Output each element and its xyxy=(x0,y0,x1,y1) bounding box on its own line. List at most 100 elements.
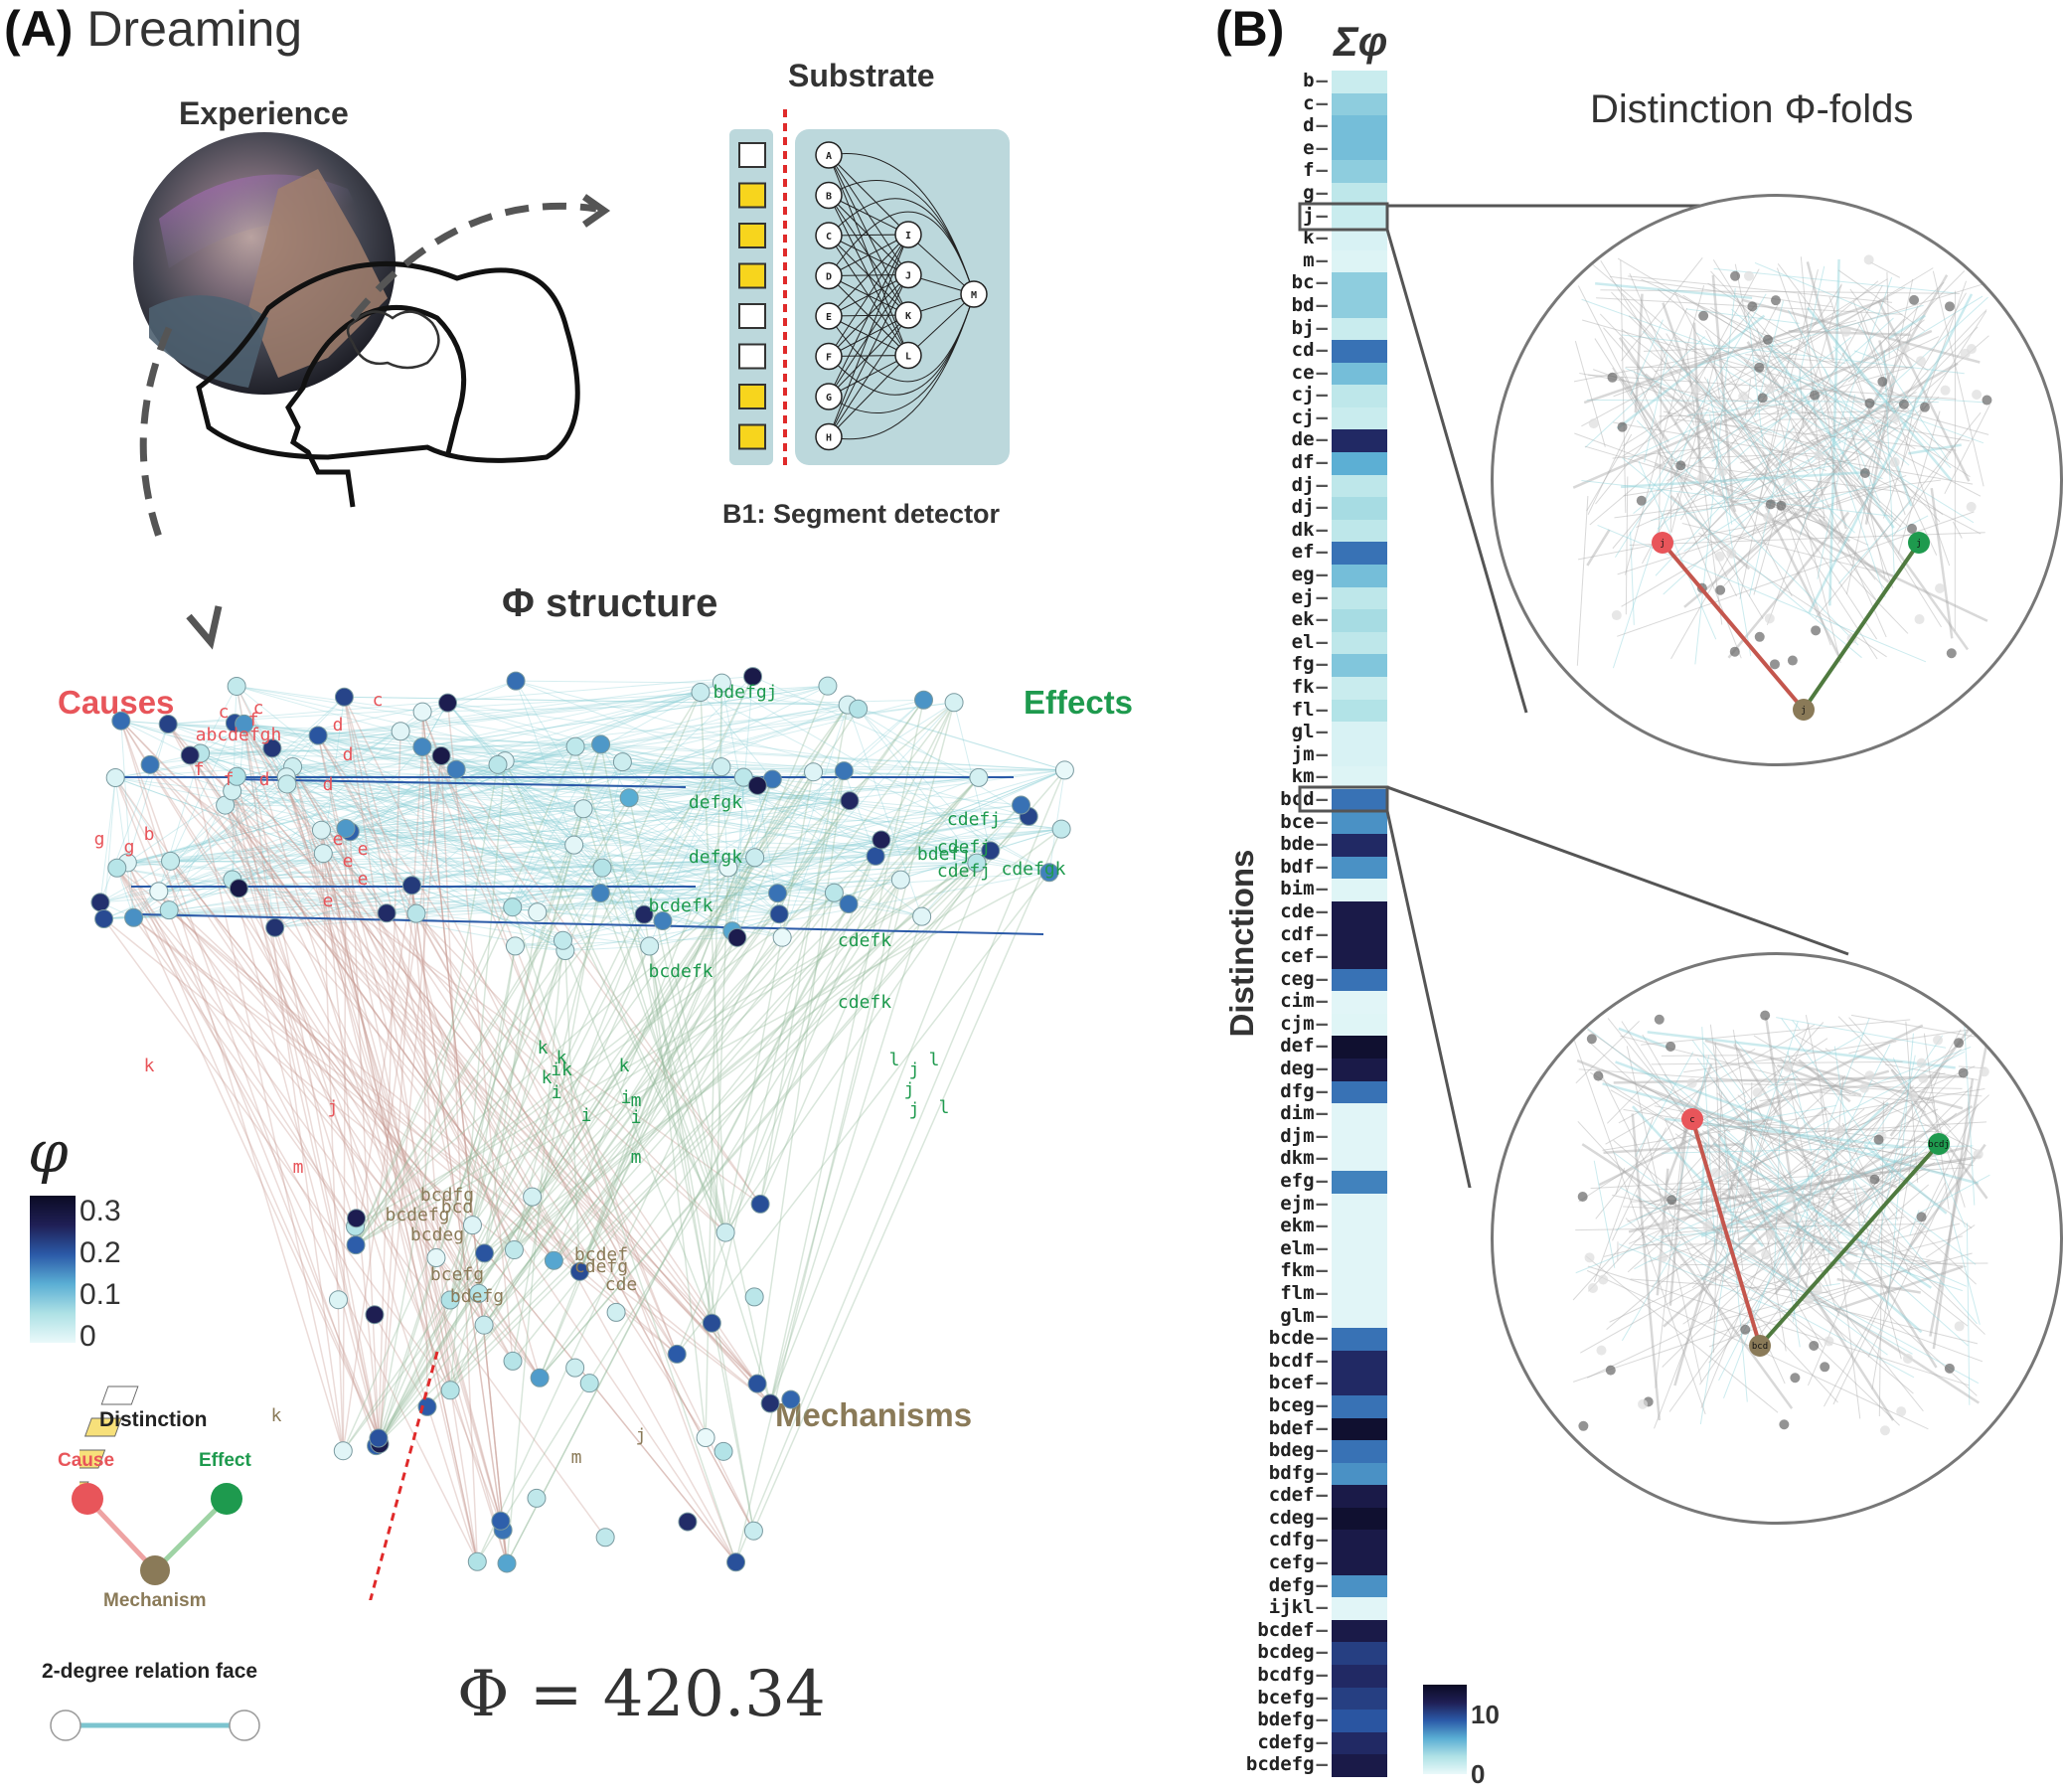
effect-label: bcdefk xyxy=(648,896,713,916)
substrate-node: J xyxy=(894,260,922,289)
phi-node xyxy=(747,775,767,795)
pillow xyxy=(196,261,580,463)
svg-text:M: M xyxy=(971,290,977,301)
phi-node xyxy=(745,848,765,868)
phi-node xyxy=(981,841,1001,861)
heatmap-cell xyxy=(1332,834,1387,858)
svg-text:E: E xyxy=(826,312,832,323)
heatmap-row-label: j xyxy=(1303,205,1328,227)
heatmap-row-label: ce xyxy=(1292,362,1328,384)
effect-label: j xyxy=(904,1079,915,1100)
phi-node xyxy=(90,893,110,912)
svg-text:j: j xyxy=(1660,539,1665,549)
heatmap-cell xyxy=(1332,340,1387,364)
phi-node xyxy=(336,818,356,838)
heatmap-cell xyxy=(1332,385,1387,408)
heatmap-cell xyxy=(1332,1237,1387,1261)
effect-label: ik xyxy=(551,1059,572,1080)
cause-label: f xyxy=(248,710,259,731)
heatmap-row-labels: bcdefgjkmbcbdbjcdcecjcjdedfdjdjdkefegeje… xyxy=(1246,70,1328,1780)
substrate-node: C xyxy=(815,222,843,249)
svg-text:j: j xyxy=(1801,706,1806,716)
heatmap-cell xyxy=(1332,1036,1387,1059)
phi-node xyxy=(579,1374,599,1393)
heatmap-cell xyxy=(1332,1619,1387,1643)
heatmap-cell xyxy=(1332,1080,1387,1104)
heatmap-cell xyxy=(1332,1260,1387,1284)
cause-label: j xyxy=(328,1097,339,1118)
effect-label: cdefj xyxy=(937,837,991,858)
heatmap-cell xyxy=(1332,497,1387,521)
heatmap-row-label: fkm xyxy=(1280,1259,1328,1281)
phi-node xyxy=(227,766,246,786)
heatmap-cell xyxy=(1332,1507,1387,1531)
substrate-node: B xyxy=(815,181,843,210)
heatmap-cell xyxy=(1332,968,1387,992)
substrate-label: Substrate xyxy=(788,58,935,93)
effect-label: k xyxy=(556,1048,567,1068)
phi-node xyxy=(334,687,354,707)
substrate-state-box xyxy=(738,223,766,248)
heatmap-cell xyxy=(1332,900,1387,924)
substrate-node: I xyxy=(894,221,922,248)
mechanism-label: bdefg xyxy=(450,1286,504,1307)
legend-relation-diagram xyxy=(50,1710,260,1741)
heatmap-cell xyxy=(1332,160,1387,184)
heatmap-cell xyxy=(1332,249,1387,273)
phi-node xyxy=(768,884,788,903)
heatmap-row-label: flm xyxy=(1280,1282,1328,1304)
phi-node xyxy=(94,909,114,929)
phi-node xyxy=(440,1290,460,1310)
effect-label: i xyxy=(621,1087,632,1108)
effect-label: defgk xyxy=(689,792,742,813)
heatmap-cell xyxy=(1332,1731,1387,1755)
mechanisms-label: Mechanisms xyxy=(775,1396,973,1433)
heatmap-cell xyxy=(1332,317,1387,341)
heatmap-row-label: bcefg xyxy=(1257,1687,1328,1709)
heatmap-cell xyxy=(1332,946,1387,970)
cause-label: c xyxy=(373,690,384,711)
substrate-caption: B1: Segment detector xyxy=(722,499,1001,529)
mechanism-label: bcefg xyxy=(430,1264,484,1285)
effects-label: Effects xyxy=(1024,684,1134,721)
heatmap-cell xyxy=(1332,182,1387,207)
phi-node xyxy=(1012,795,1032,815)
heatmap-cell xyxy=(1332,205,1387,229)
mechanism-label: bcdef xyxy=(574,1244,628,1265)
heatmap-row-label: cj xyxy=(1292,407,1328,428)
heatmap-cell xyxy=(1332,71,1387,94)
cause-label: b xyxy=(144,824,155,845)
svg-text:D: D xyxy=(826,272,832,283)
effect-label: bcdefk xyxy=(648,961,713,982)
zoom-mechanism-node xyxy=(1749,1335,1771,1357)
heatmap-row-label: elm xyxy=(1280,1237,1328,1259)
phi-node xyxy=(592,858,612,878)
phi-node xyxy=(718,858,738,878)
fold-title: Distinction Φ-folds xyxy=(1590,87,1914,131)
panel-a-title: (A) Dreaming xyxy=(4,0,302,58)
heatmap-row-label: b xyxy=(1303,70,1328,91)
heatmap-row-label: cdfg xyxy=(1269,1529,1328,1550)
mechanism-label: bcdefg xyxy=(385,1205,449,1225)
svg-text:K: K xyxy=(905,311,911,322)
phi-node xyxy=(804,762,824,782)
phi-value: Φ = 420.34 xyxy=(457,1658,826,1731)
phi-node xyxy=(606,1302,626,1322)
phi-node xyxy=(944,693,964,713)
heatmap-row-label: ejm xyxy=(1280,1193,1328,1215)
heatmap-cell xyxy=(1332,1373,1387,1396)
phi-node xyxy=(365,1305,385,1325)
heatmap-row-label: fk xyxy=(1292,676,1328,698)
legend-mechanism: Mechanism xyxy=(103,1590,207,1611)
cause-label: k xyxy=(144,1056,155,1076)
phi-node xyxy=(467,1551,487,1571)
phi-node xyxy=(503,1351,523,1371)
heatmap-row-label: cde xyxy=(1280,900,1328,922)
phi-node xyxy=(265,917,285,937)
legend-cause-node xyxy=(72,1483,103,1515)
cause-label: f xyxy=(194,759,205,780)
legend-relation-title: 2-degree relation face xyxy=(42,1660,258,1683)
legend-cause: Cause xyxy=(58,1450,115,1471)
phi-node xyxy=(834,761,854,781)
cause-label: e xyxy=(333,829,344,850)
